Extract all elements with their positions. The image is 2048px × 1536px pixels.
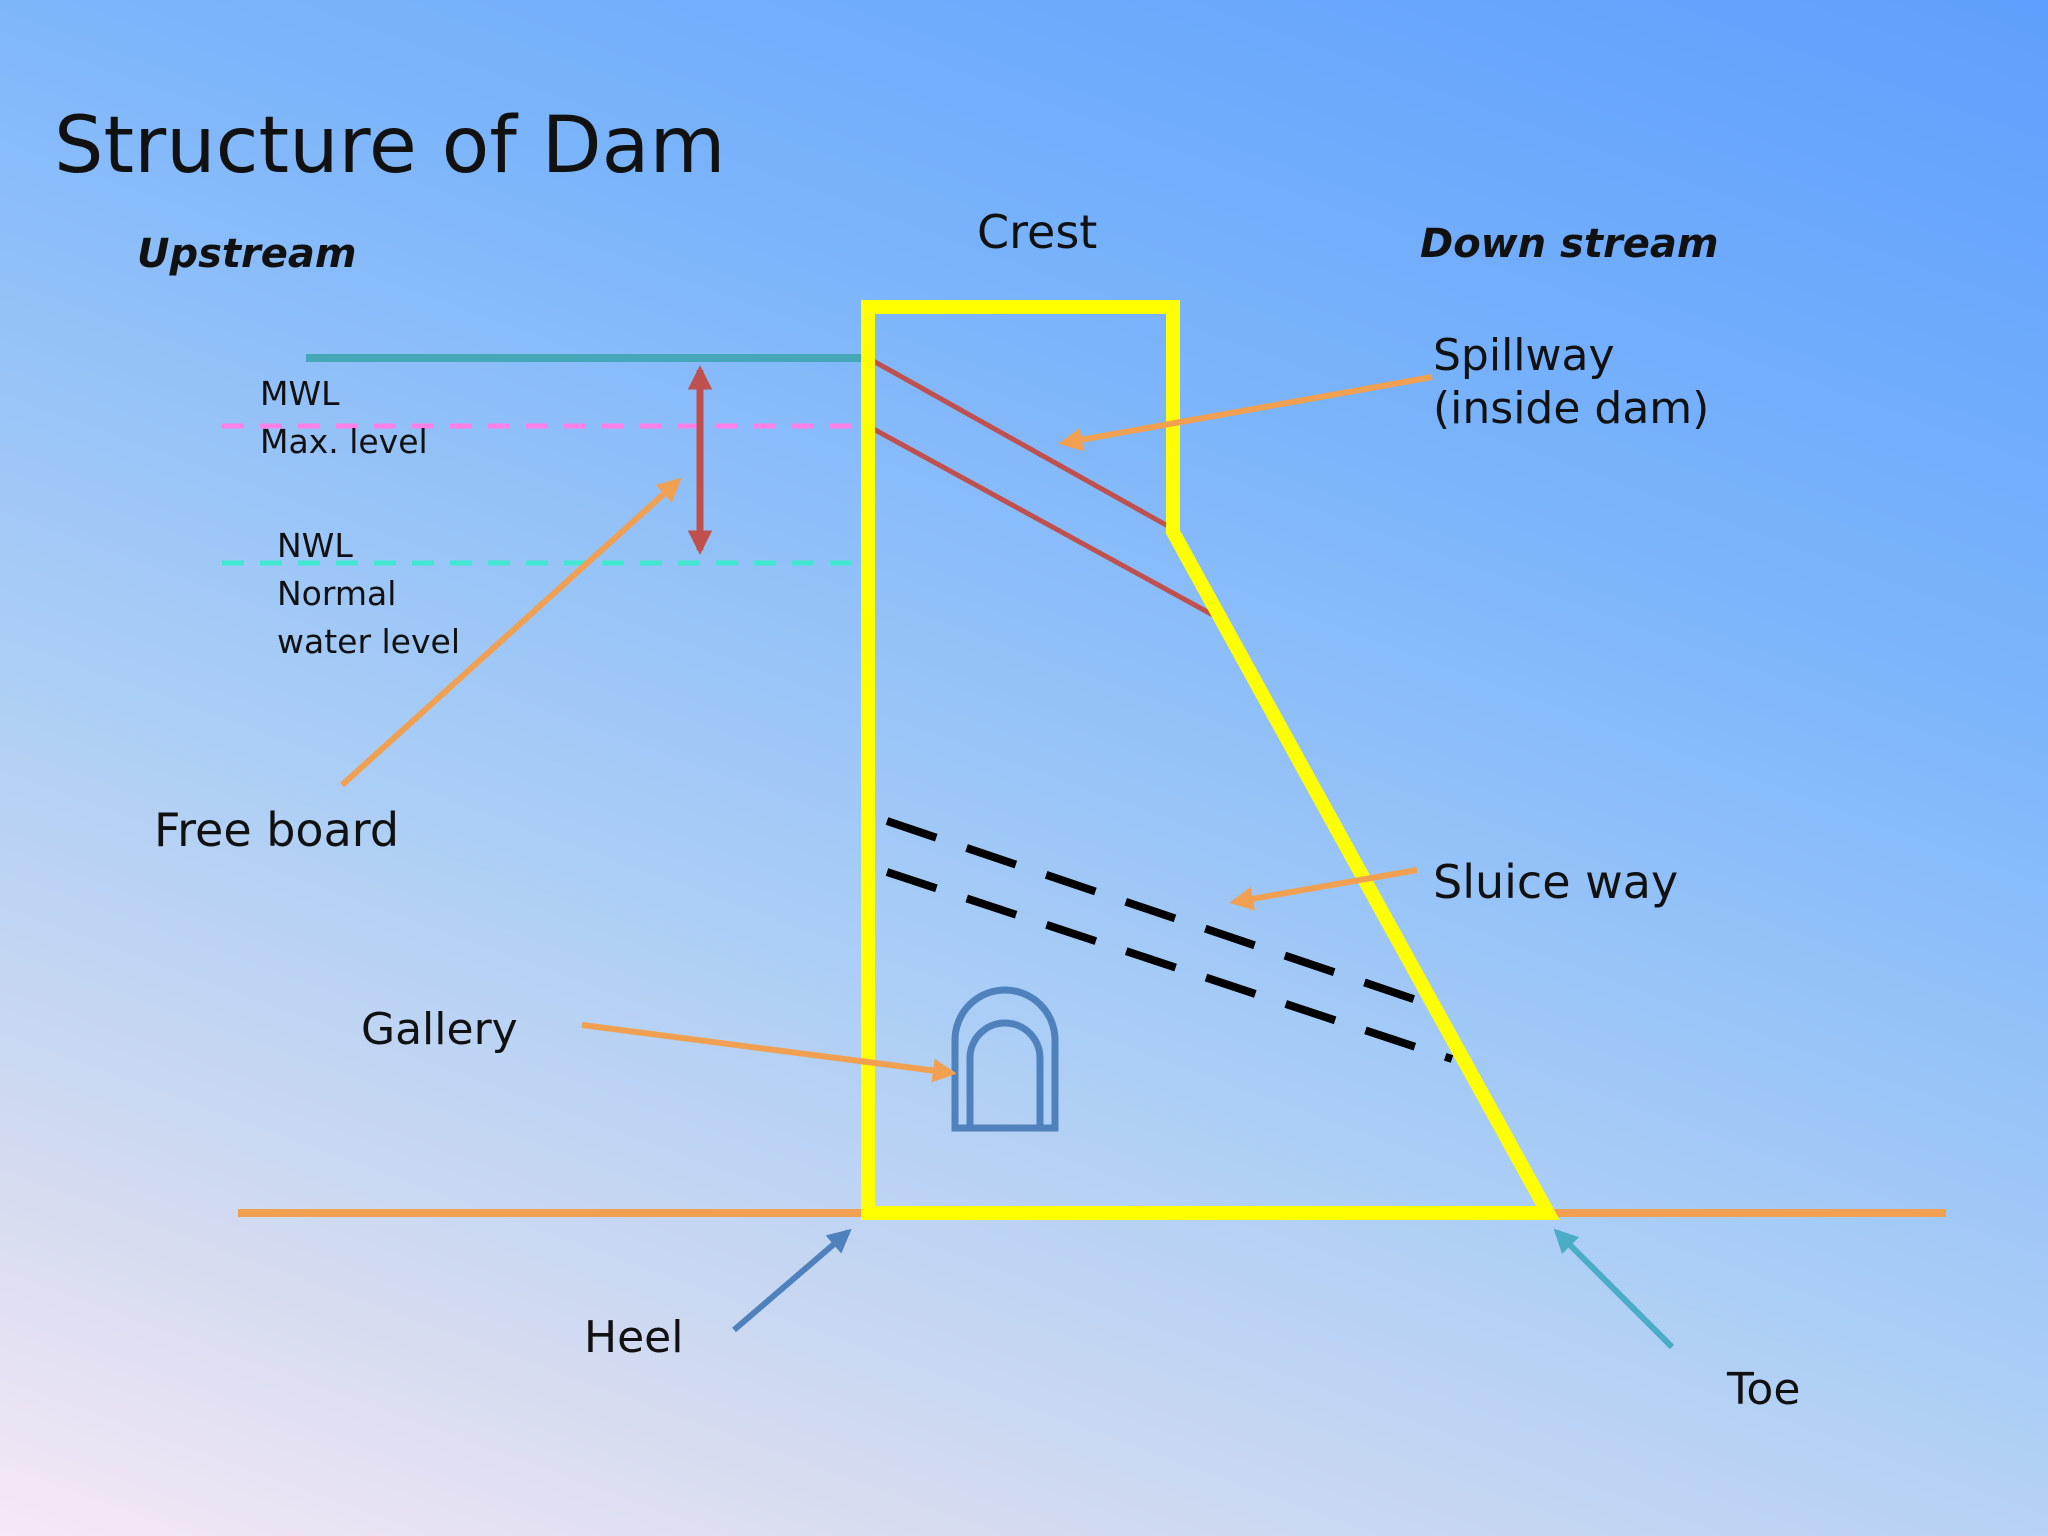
spillway-sub-label: (inside dam) [1433, 382, 1710, 434]
water-level-label: water level [277, 621, 460, 661]
free-board-label: Free board [154, 803, 400, 857]
toe-label: Toe [1727, 1364, 1801, 1415]
heel-pointer-arrow [732, 1228, 852, 1333]
mwl-label: MWL [260, 374, 340, 413]
nwl-label-group: NWL Normal water level [277, 522, 460, 666]
spillway-label: Spillway [1433, 330, 1615, 381]
nwl-label: NWL [277, 526, 353, 565]
mwl-label-group: MWL Max. level [260, 370, 428, 466]
downstream-label: Down stream [1420, 221, 1719, 267]
sluice-way-line-upper [885, 817, 1439, 1011]
heel-label: Heel [584, 1312, 684, 1363]
free-board-pointer-arrow [339, 477, 682, 788]
upstream-label: Upstream [137, 231, 357, 277]
sluice-way-line-lower [885, 868, 1454, 1063]
max-level-label: Max. level [260, 421, 428, 461]
gallery-icon [951, 986, 1059, 1132]
spillway-line-lower [866, 423, 1215, 618]
normal-label: Normal [277, 573, 397, 613]
dam-outline [861, 300, 1560, 1220]
spillway-label-group: Spillway (inside dam) [1433, 330, 1709, 436]
slide-title: Structure of Dam [54, 101, 726, 191]
spillway-line-upper [866, 355, 1177, 533]
spillway-pointer-arrow [1058, 374, 1433, 452]
gallery-label: Gallery [361, 1004, 518, 1055]
sluice-way-label: Sluice way [1433, 855, 1679, 909]
crest-label: Crest [977, 205, 1098, 259]
sluice-way-pointer-arrow [1229, 867, 1418, 911]
gallery-pointer-arrow [581, 1022, 957, 1083]
toe-pointer-arrow [1553, 1228, 1675, 1350]
